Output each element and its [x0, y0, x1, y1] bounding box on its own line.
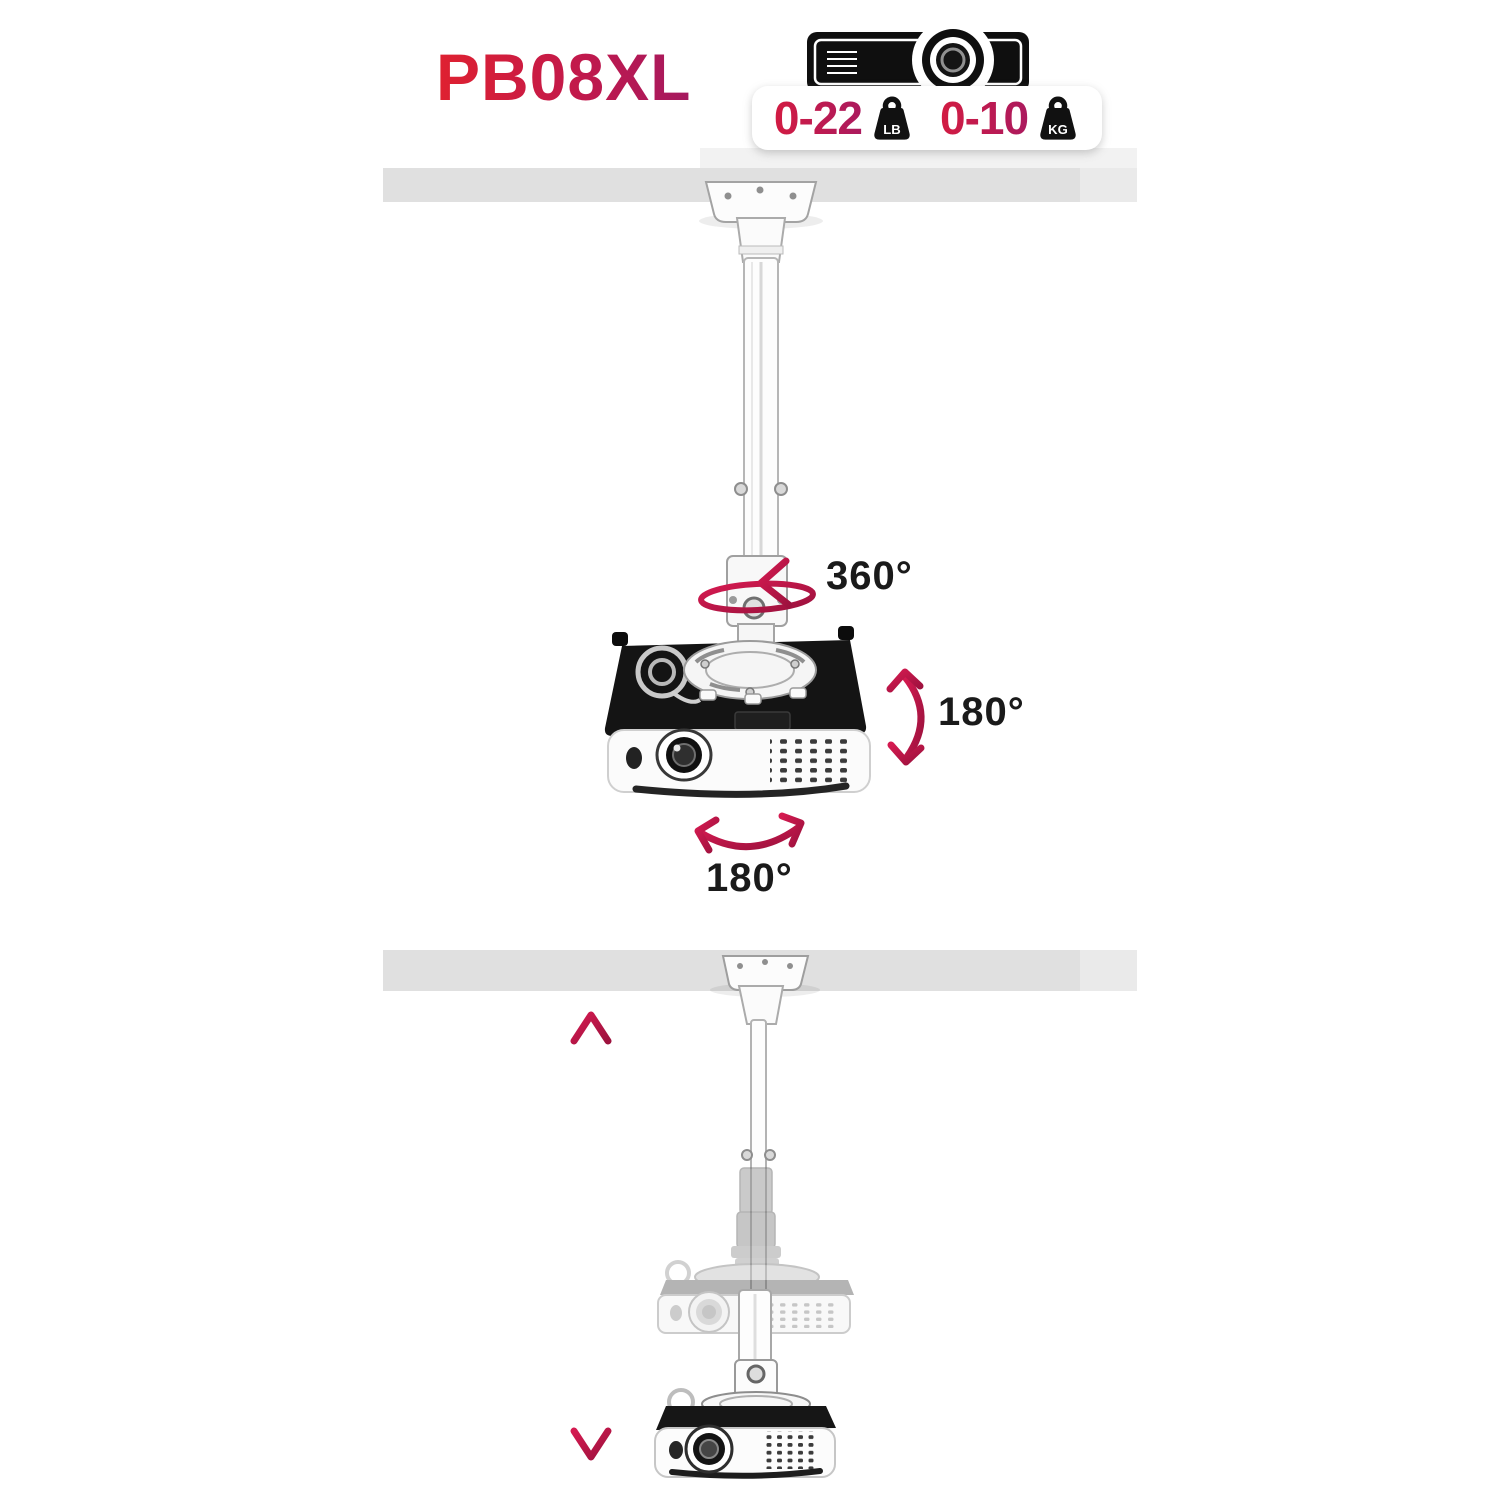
- extended-mount-projector: [654, 1289, 836, 1479]
- capacity-lb-unit: LB: [883, 122, 900, 137]
- rotation-ellipse-arrow-icon: [698, 557, 816, 614]
- swing-180-label: 180°: [706, 856, 793, 900]
- model-name-title: PB08XL: [436, 40, 692, 114]
- swing-arc-arrow-icon: [694, 812, 805, 854]
- projector-icon: [807, 19, 1029, 101]
- capacity-lb-value: 0-22: [773, 92, 863, 144]
- weight-capacity-card: 0-22 LB 0-10 KG: [752, 86, 1102, 150]
- height-double-arrow-icon: [570, 1011, 612, 1461]
- weight-lb-icon: LB: [874, 96, 910, 140]
- tilt-arc-arrow-icon: [886, 668, 925, 766]
- capacity-kg-value: 0-10: [940, 92, 1029, 144]
- capacity-kg-unit: KG: [1048, 122, 1068, 137]
- projector-middle: [604, 626, 871, 798]
- tilt-180-label: 180°: [938, 690, 1025, 734]
- swivel-360-label: 360°: [826, 554, 913, 598]
- weight-kg-icon: KG: [1040, 96, 1076, 140]
